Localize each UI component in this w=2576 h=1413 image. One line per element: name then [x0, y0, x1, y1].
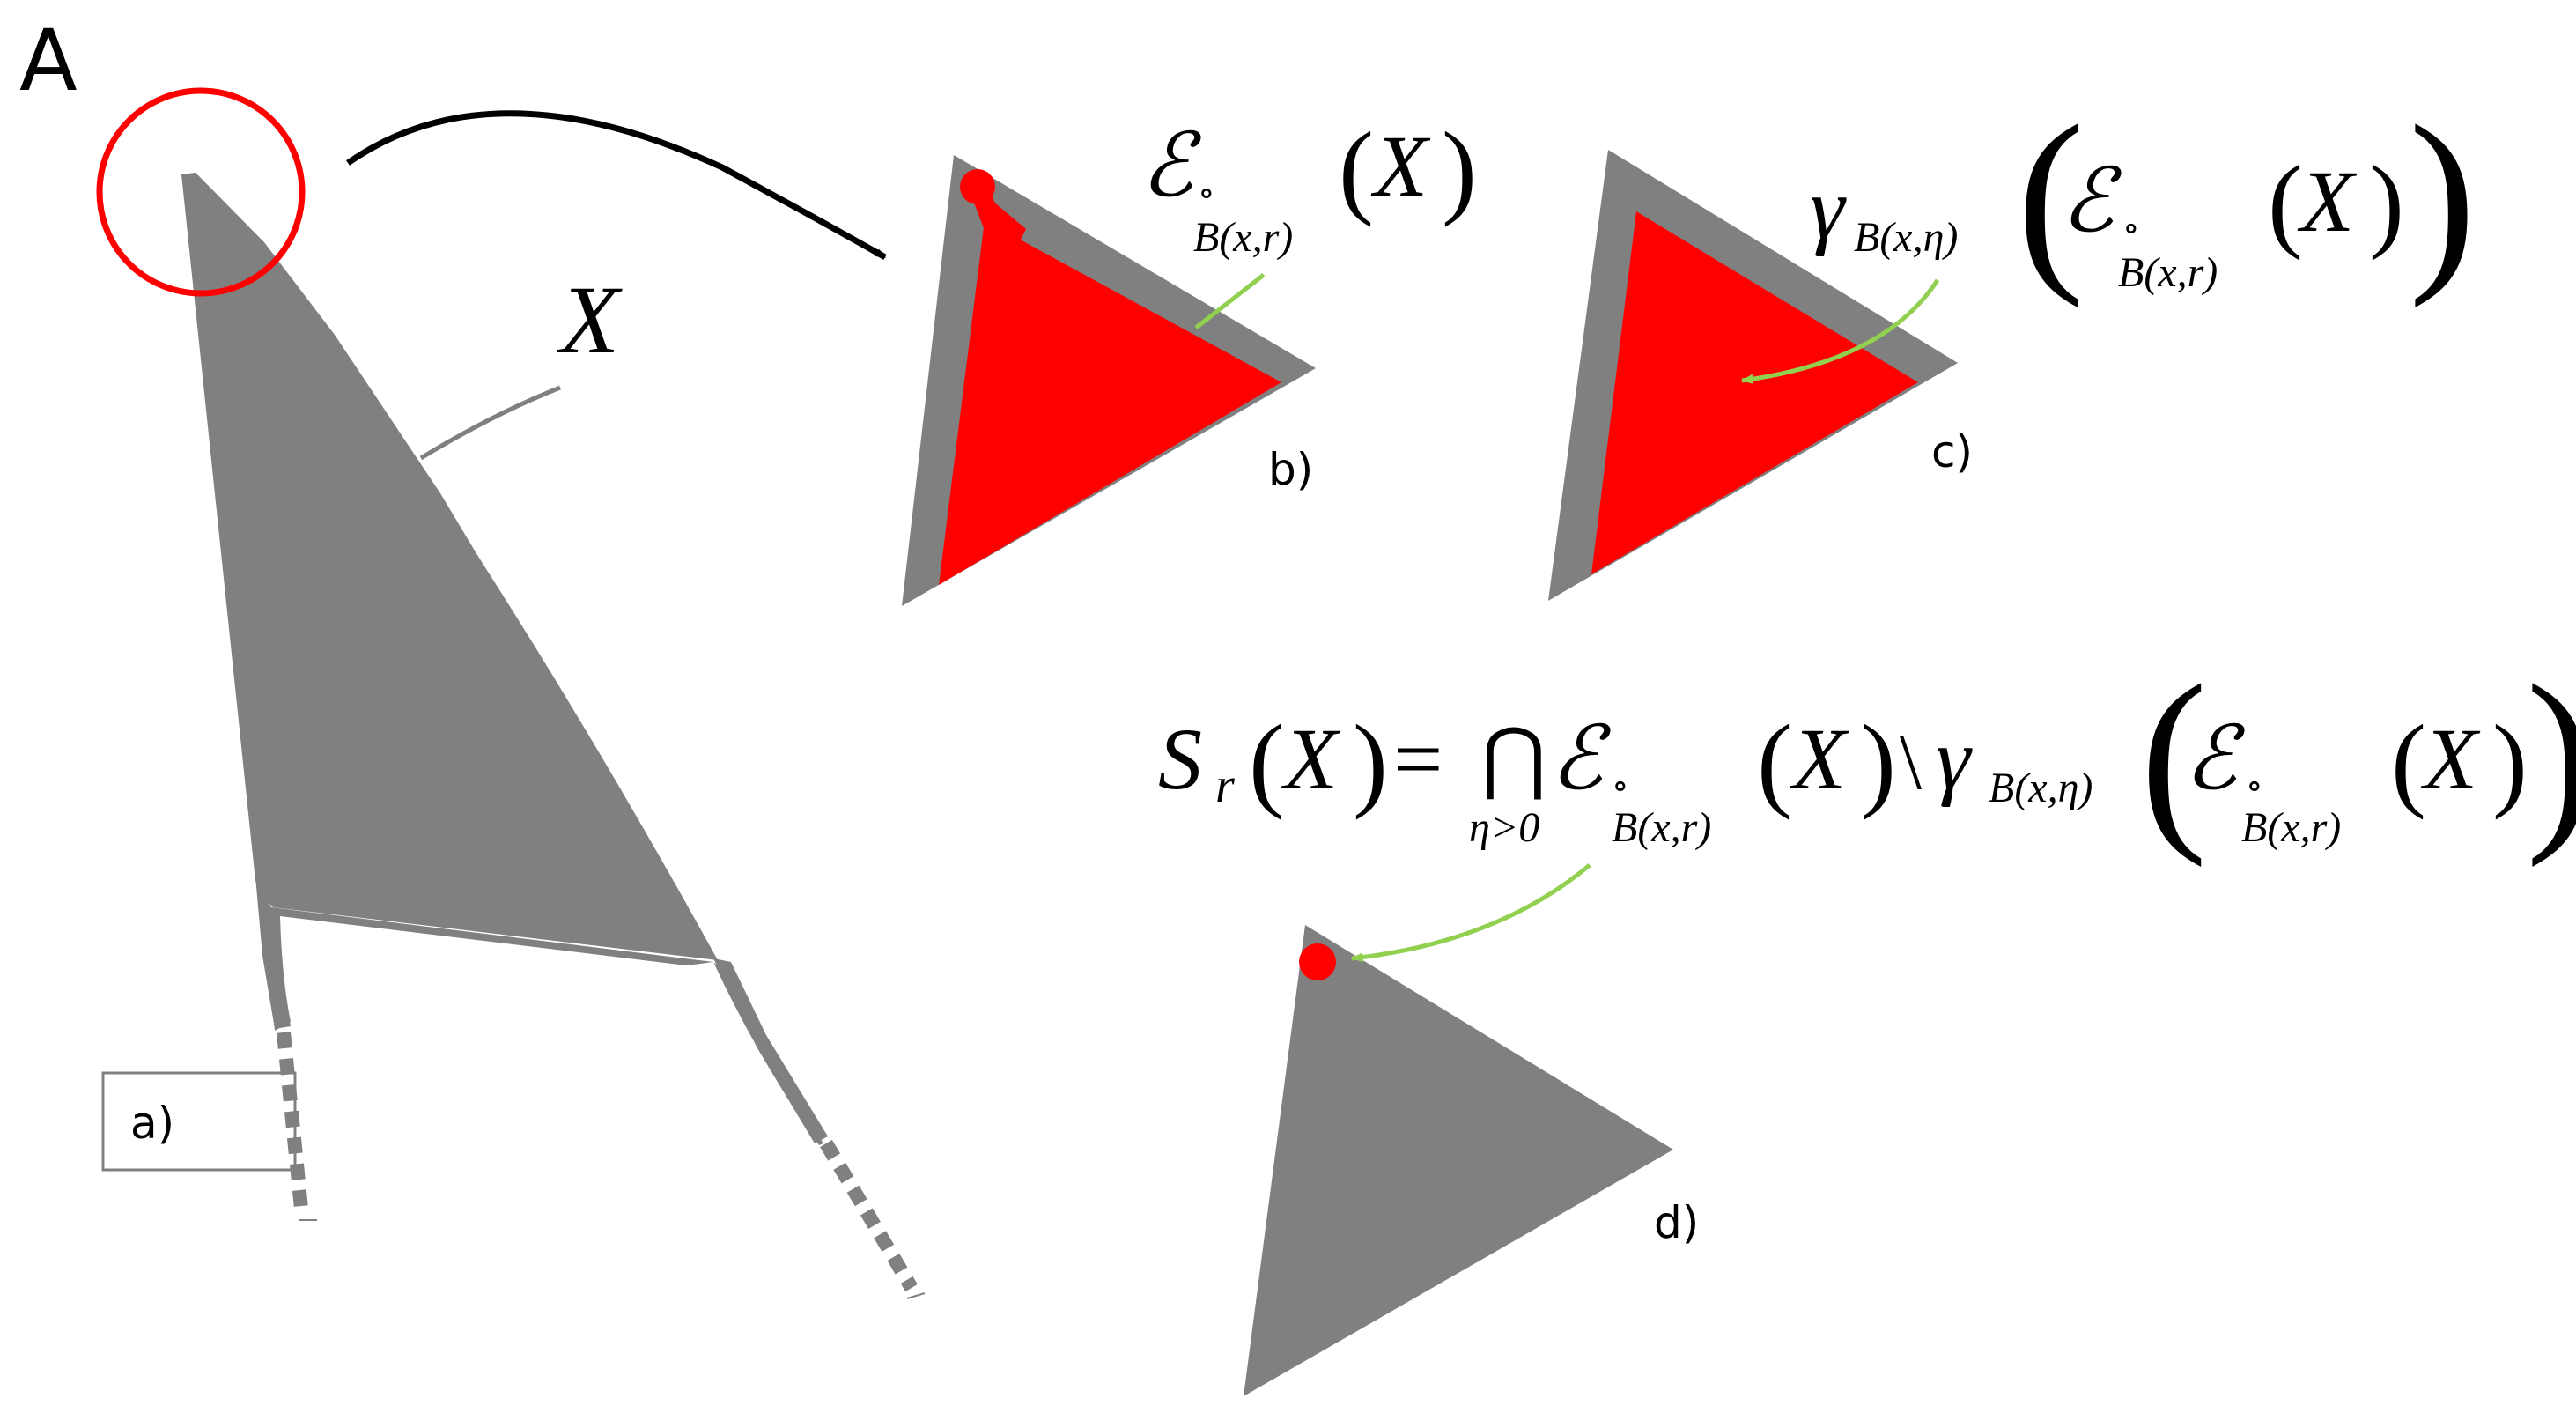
s-symbol: S [1158, 710, 1202, 808]
label-a-box [101, 1071, 297, 1172]
bigcap-subscript: η>0 [1469, 804, 1539, 851]
right-paren: ) [1442, 110, 1477, 227]
panel-c-green-arrow [1740, 278, 1940, 384]
panel-b: ℰ ∘ B(x,r) ( X ) b) [902, 110, 1477, 606]
var-x: X [1370, 117, 1431, 215]
panel-d: S r ( X ) = ⋂ η>0 ℰ ∘ B(x,r) ( X ) \ γ B… [1158, 643, 2576, 1396]
panel-d-gray-triangle [1244, 925, 1673, 1396]
panel-b-red-tip [960, 169, 995, 204]
right-tail-dashes [820, 1139, 918, 1292]
panel-b-green-leader [1194, 273, 1266, 329]
x-leader-line [419, 385, 561, 461]
script-e: ℰ [2184, 710, 2246, 808]
panel-d-red-dot [1299, 943, 1336, 980]
script-e: ℰ [1550, 710, 1612, 808]
subscript-ball-r: B(x,r) [1193, 214, 1293, 261]
shape-x-left-tail [255, 877, 291, 1029]
ring-operator: ∘ [1198, 173, 1215, 212]
subscript-ball-eta: B(x,η) [1989, 765, 2093, 811]
label-b: b) [1268, 444, 1313, 495]
label-d: d) [1654, 1197, 1699, 1248]
right-tail-end-line [906, 1292, 926, 1299]
var-x: X [1281, 710, 1341, 808]
script-e: ℰ [2061, 152, 2122, 250]
setminus: \ [1900, 719, 1922, 806]
left-paren: ( [1339, 110, 1374, 227]
left-paren: ( [2268, 144, 2303, 261]
tip-highlight-circle [96, 87, 306, 297]
ring-operator: ∘ [2246, 766, 2263, 805]
s-subscript: r [1215, 758, 1235, 813]
var-x: X [1789, 710, 1849, 808]
gamma: γ [1936, 710, 1973, 808]
gamma: γ [1810, 159, 1847, 257]
label-c: c) [1931, 426, 1973, 477]
right-paren: ) [1861, 703, 1896, 820]
right-paren: ) [2492, 703, 2528, 820]
right-paren: ) [1353, 703, 1388, 820]
subscript-ball-r: B(x,r) [1612, 804, 1711, 851]
big-right-paren: ) [2409, 84, 2476, 308]
left-paren: ( [1757, 703, 1792, 820]
var-x: X [2420, 710, 2481, 808]
shape-x-right-tail [713, 958, 828, 1143]
zoom-arrow [346, 110, 887, 261]
left-paren: ( [1249, 703, 1284, 820]
shape-x-label: X [557, 266, 623, 374]
subscript-ball-eta: B(x,η) [1854, 214, 1958, 261]
panel-b-red-region [939, 220, 1281, 585]
left-paren: ( [2391, 703, 2426, 820]
ring-operator: ∘ [2122, 208, 2140, 248]
panel-c-formula: γ B(x,η) ( ℰ ∘ B(x,r) ( X ) ) [1810, 84, 2476, 308]
panel-c-red-region [1591, 211, 1918, 574]
script-e: ℰ [1140, 117, 1202, 215]
right-paren: ) [2369, 144, 2404, 261]
ring-operator: ∘ [1612, 766, 1629, 805]
left-tail-dashes [277, 1032, 308, 1210]
panel-a: a) X A [19, 11, 926, 1299]
panel-b-formula: ℰ ∘ B(x,r) ( X ) [1140, 110, 1477, 261]
equals-sign: = [1393, 710, 1443, 808]
panel-c: γ B(x,η) ( ℰ ∘ B(x,r) ( X ) ) c) [1548, 84, 2476, 601]
label-a: a) [130, 1098, 174, 1149]
panel-d-green-arrow [1350, 863, 1591, 963]
subscript-ball-r: B(x,r) [2241, 804, 2341, 851]
panel-d-formula: S r ( X ) = ⋂ η>0 ℰ ∘ B(x,r) ( X ) \ γ B… [1158, 643, 2576, 868]
shape-x-body [181, 173, 718, 960]
var-x: X [2297, 152, 2358, 250]
big-left-paren: ( [2140, 643, 2208, 868]
subscript-ball-r: B(x,r) [2118, 249, 2218, 296]
big-left-paren: ( [2017, 84, 2085, 308]
bigcap-operator: ⋂ [1481, 714, 1546, 802]
figure-label: A [19, 11, 78, 110]
big-right-paren: ) [2526, 643, 2576, 868]
